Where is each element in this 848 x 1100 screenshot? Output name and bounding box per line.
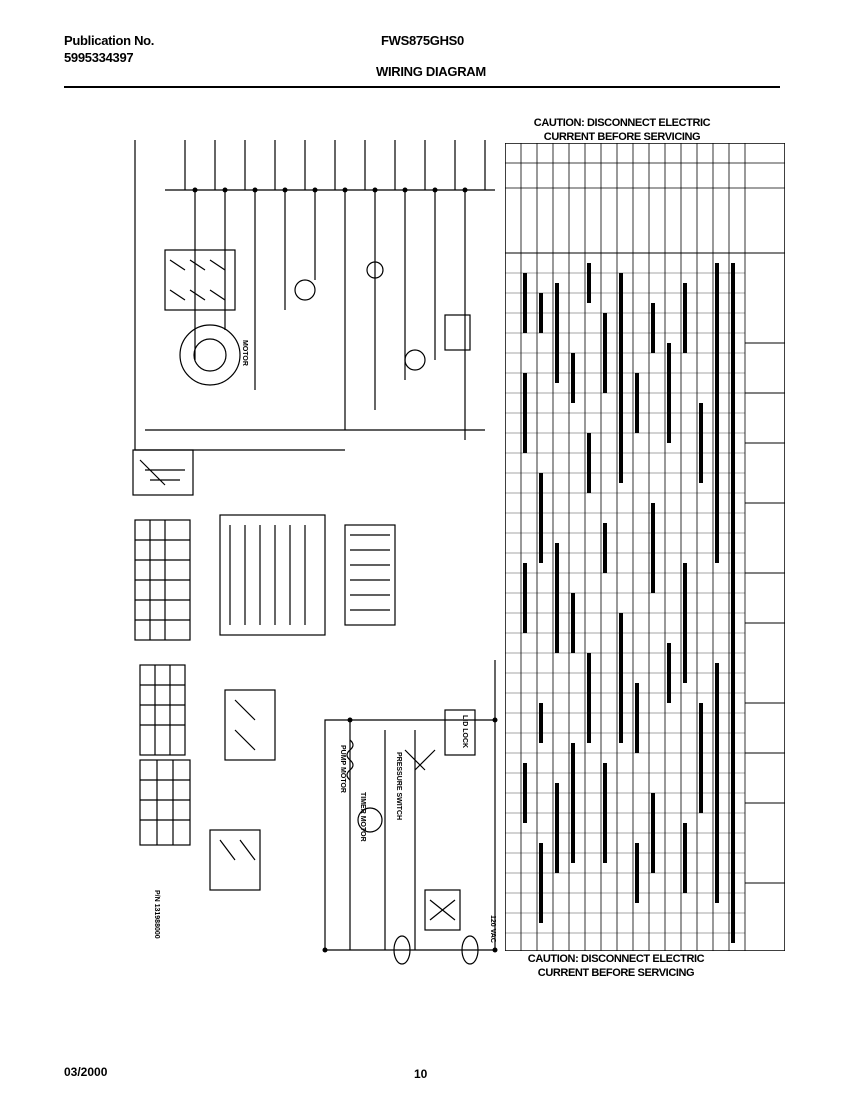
pressure-switch-label: PRESSURE SWITCH [395, 752, 402, 820]
part-number-label: P/N 131988000 [153, 890, 160, 939]
voltage-label: 120 VAC [489, 915, 496, 943]
caution-bottom-line2: CURRENT BEFORE SERVICING [537, 967, 695, 979]
timer-motor-label: TIMER MOTOR [359, 792, 366, 842]
caution-top-line1: CAUTION: DISCONNECT ELECTRIC [533, 117, 711, 129]
motor-label: MOTOR [241, 340, 248, 366]
model-number: FWS875GHS0 [381, 33, 464, 48]
page-title: WIRING DIAGRAM [376, 64, 486, 79]
caution-top-line2: CURRENT BEFORE SERVICING [543, 131, 701, 143]
caution-bottom: CAUTION: DISCONNECT ELECTRIC CURRENT BEF… [516, 952, 716, 980]
publication-label: Publication No. [64, 33, 155, 48]
caution-top: CAUTION: DISCONNECT ELECTRIC CURRENT BEF… [522, 116, 722, 144]
caution-bottom-line1: CAUTION: DISCONNECT ELECTRIC [527, 953, 705, 965]
lid-lock-label: LID LOCK [461, 715, 468, 748]
pump-motor-label: PUMP MOTOR [339, 745, 346, 793]
header-rule [64, 86, 780, 88]
page-number: 10 [414, 1067, 428, 1081]
publication-number: 5995334397 [64, 50, 134, 65]
footer-date: 03/2000 [64, 1065, 108, 1079]
timer-sequence-chart [505, 143, 785, 951]
wiring-schematic: 120 VAC PUMP MOTOR PRESSURE SWITCH LID L… [132, 140, 498, 965]
